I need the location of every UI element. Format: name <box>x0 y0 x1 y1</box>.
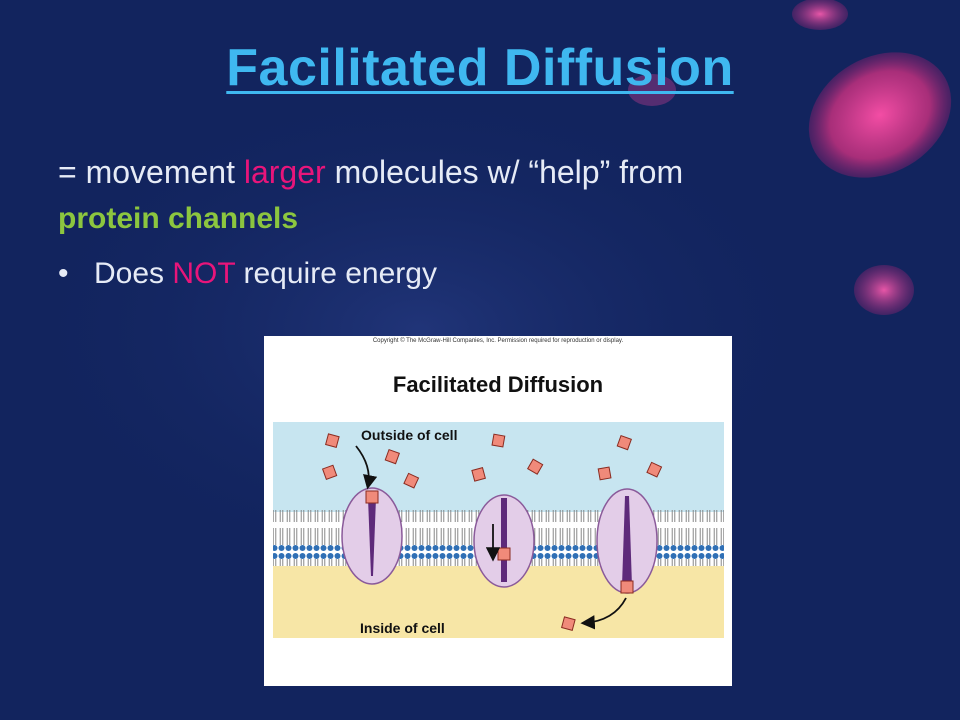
molecule-in-channel <box>497 547 511 561</box>
bullet-highlight: NOT <box>172 257 236 290</box>
figure-copyright: Copyright © The McGraw-Hill Companies, I… <box>372 338 624 344</box>
channel-protein-1 <box>341 487 403 585</box>
outside-label: Outside of cell <box>361 427 457 443</box>
molecule <box>491 433 506 448</box>
solute-molecules <box>321 433 663 631</box>
arrow-into-channel <box>355 445 378 490</box>
molecule <box>403 472 420 489</box>
bullet-prefix: Does <box>94 257 173 290</box>
molecule <box>616 434 632 451</box>
molecule <box>597 466 612 481</box>
definition-emphasis: protein channels <box>58 202 299 235</box>
figure-title: Facilitated Diffusion <box>392 372 604 397</box>
slide-title: Facilitated Diffusion <box>226 39 734 97</box>
diffusion-figure: Outside of cell Inside of cell Copyright… <box>264 336 732 686</box>
molecule <box>471 467 486 482</box>
inside-label: Inside of cell <box>360 620 445 636</box>
arrow-out-of-cell <box>580 597 627 630</box>
molecule-exiting <box>620 580 634 594</box>
blood-cell-small <box>854 265 914 315</box>
molecule <box>321 464 338 480</box>
channel-protein-3 <box>596 488 658 594</box>
molecule <box>384 448 400 465</box>
molecule-entering <box>365 490 379 504</box>
definition-line: = movement larger molecules w/ “help” fr… <box>58 153 818 191</box>
bullet-suffix: require energy <box>235 257 437 290</box>
definition-suffix: molecules w/ “help” from <box>325 154 684 190</box>
definition-prefix: = movement <box>58 154 244 190</box>
membrane-diagram: Outside of cell Inside of cell <box>273 422 724 638</box>
channel-protein-2 <box>473 494 535 588</box>
molecule-released <box>561 616 576 631</box>
molecule <box>325 433 340 448</box>
molecule <box>646 461 663 478</box>
bullet-item: • Does NOT require energy <box>58 255 437 293</box>
blood-cell-top <box>792 0 848 30</box>
bullet-marker: • <box>58 257 69 290</box>
molecule <box>526 458 544 475</box>
definition-highlight: larger <box>243 154 326 190</box>
